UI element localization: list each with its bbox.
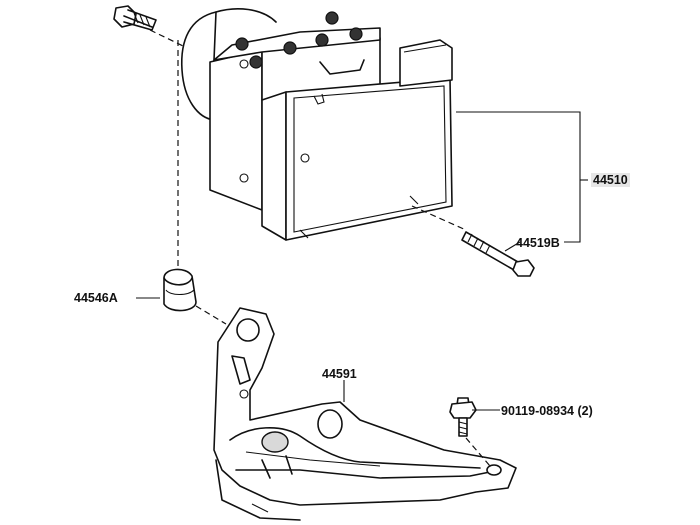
cushion-44546a — [163, 268, 197, 312]
label-90119-quantity: (2) — [577, 404, 593, 418]
top-bolt — [113, 5, 157, 31]
bolt-44519b — [461, 231, 535, 277]
label-90119-part-number: 90119-08934 — [501, 404, 574, 418]
label-44519b: 44519B — [516, 236, 560, 250]
abs-actuator-unit — [180, 8, 453, 241]
leader-44510 — [456, 111, 581, 243]
dashed-line-bolt-to-bracket — [465, 437, 491, 467]
bolt-90119-08934 — [449, 397, 477, 437]
bracket-44591 — [213, 307, 517, 521]
label-44510: 44510 — [591, 173, 630, 187]
dashed-line-bolt-to-unit — [149, 29, 213, 61]
label-44546a: 44546A — [74, 291, 118, 305]
label-44591: 44591 — [322, 367, 357, 381]
dashed-line-cushion-to-bracket — [195, 305, 227, 325]
label-90119-08934: 90119-08934 (2) — [501, 404, 593, 418]
